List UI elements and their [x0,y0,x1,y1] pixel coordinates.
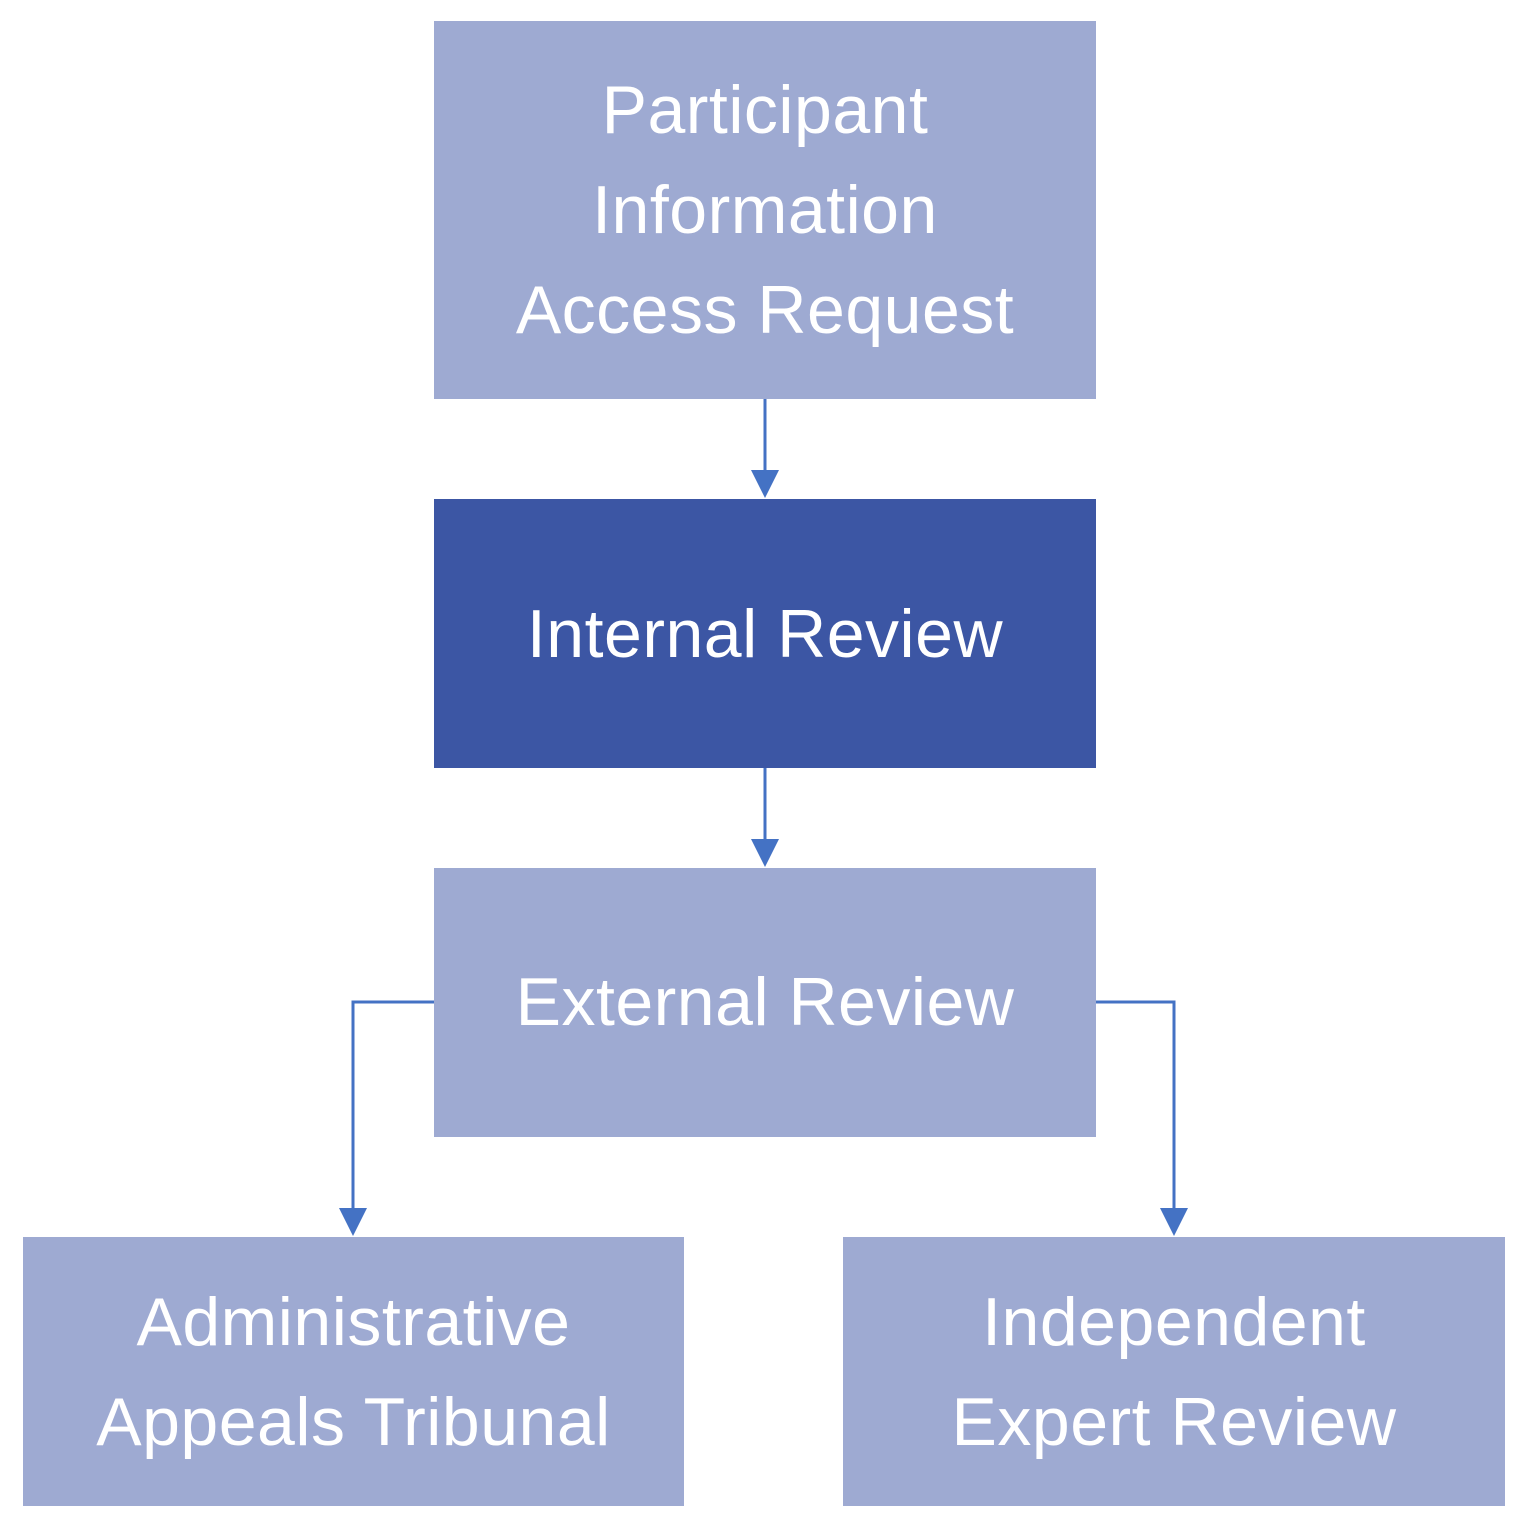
node-administrative-appeals-tribunal: Administrative Appeals Tribunal [23,1237,684,1506]
node-label: Independent Expert Review [952,1272,1397,1472]
node-internal-review: Internal Review [434,499,1096,768]
edge-external-to-aat [339,1000,434,1236]
node-external-review: External Review [434,868,1096,1137]
node-label-line: External Review [515,964,1015,1040]
node-label: Administrative Appeals Tribunal [96,1272,611,1472]
node-label: Participant Information Access Request [516,60,1014,360]
node-label-line: Appeals Tribunal [96,1383,611,1460]
node-label-line: Information [592,172,938,248]
node-independent-expert-review: Independent Expert Review [843,1237,1505,1506]
node-label: External Review [516,952,1015,1052]
node-label-line: Administrative [136,1283,571,1360]
edge-request-to-internal [751,399,779,498]
node-participant-information-access-request: Participant Information Access Request [434,21,1096,399]
edge-internal-to-external [751,768,779,867]
node-label-line: Internal Review [526,595,1004,672]
edge-external-to-ier [1096,1000,1188,1236]
node-label-line: Independent [982,1283,1366,1360]
node-label-line: Access Request [515,272,1015,348]
node-label-line: Expert Review [951,1383,1397,1460]
node-label-line: Participant [601,72,929,148]
node-label: Internal Review [527,584,1003,684]
